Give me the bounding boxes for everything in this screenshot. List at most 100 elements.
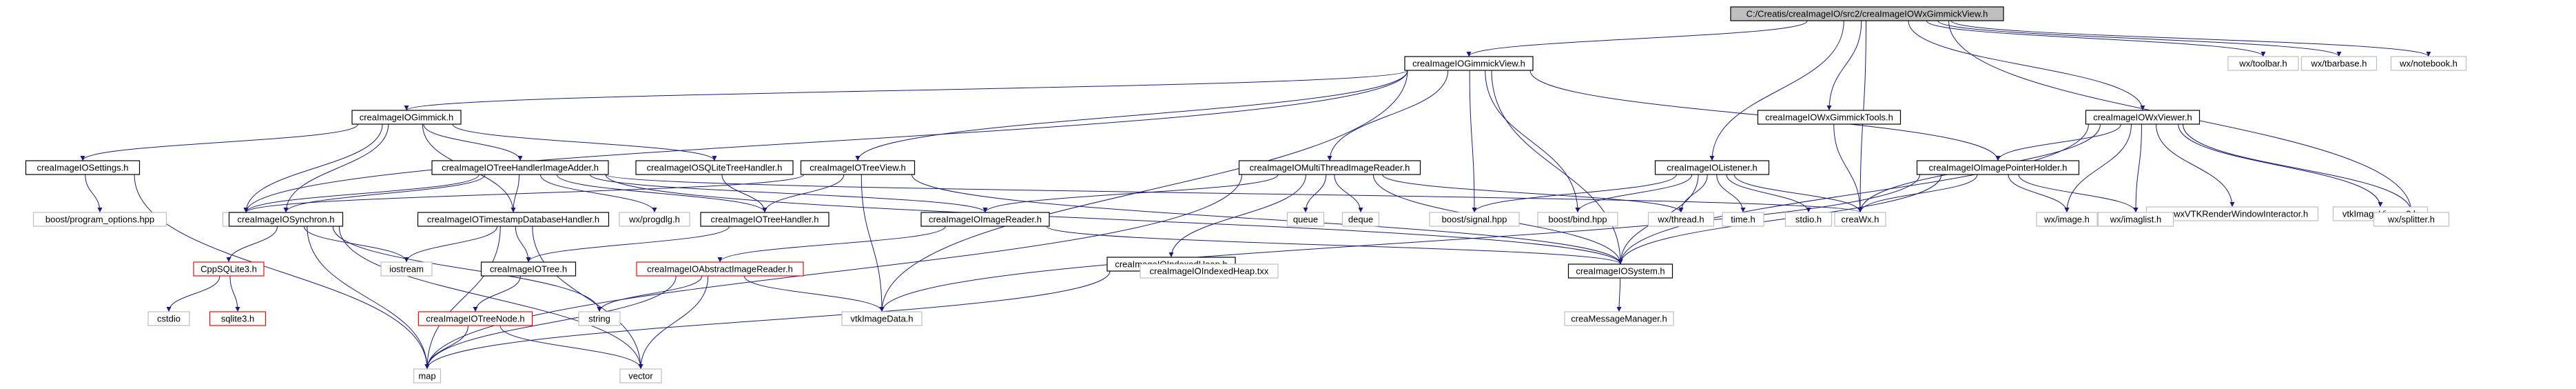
node-label: wx/progdlg.h bbox=[628, 215, 680, 225]
node-label: wx/splitter.h bbox=[2387, 215, 2435, 225]
node-label: string bbox=[588, 314, 610, 324]
node-wx-tbarbase-h[interactable]: wx/tbarbase.h bbox=[2300, 56, 2378, 71]
node-stdio-h[interactable]: stdio.h bbox=[1784, 212, 1833, 227]
node-box bbox=[1916, 160, 2080, 175]
node-label: wx/imaglist.h bbox=[2110, 215, 2161, 225]
node-label: boost/program_options.hpp bbox=[45, 215, 154, 225]
node-box bbox=[32, 212, 167, 227]
node-creaimageiomultithreadimagereader-h[interactable]: creaImageIOMultiThreadImageReader.h bbox=[1238, 160, 1421, 175]
node-label: creaImageIOMultiThreadImageReader.h bbox=[1250, 163, 1410, 173]
node-box bbox=[1647, 212, 1715, 227]
node-box bbox=[1757, 110, 1902, 125]
edge-gview-to-boostsignal bbox=[1469, 70, 1477, 213]
edge-gview-to-gimmick bbox=[404, 70, 1408, 111]
node-label: boost/bind.hpp bbox=[1548, 215, 1607, 225]
edge-multithreadreader-to-wxthread bbox=[1382, 174, 1684, 213]
node-label: creaImageIOSynchron.h bbox=[238, 215, 335, 225]
node-boost-program-options-hpp[interactable]: boost/program_options.hpp bbox=[32, 212, 167, 227]
node-creaimageiowxviewer-h[interactable]: creaImageIOWxViewer.h bbox=[2085, 110, 2201, 125]
edge-gimmick-to-sqlitetreehandler bbox=[452, 123, 717, 161]
edge-abstractreader-to-map bbox=[424, 275, 677, 370]
edge-wxviewer-to-wximage bbox=[2064, 123, 2132, 213]
node-creaimageiotreehandler-h[interactable]: creaImageIOTreeHandler.h bbox=[700, 212, 830, 227]
node-creaimageiosqlitetreehandler-h[interactable]: creaImageIOSQLiteTreeHandler.h bbox=[635, 160, 794, 175]
node-creaimageiotimestampdatabasehandler-h[interactable]: creaImageIOTimestampDatabaseHandler.h bbox=[417, 212, 610, 227]
edge-root-to-gview bbox=[1466, 20, 1808, 57]
edge-wxviewer-to-renderinteractor bbox=[2156, 123, 2235, 208]
node-box bbox=[1722, 212, 1764, 227]
node-vtkimagedata-h[interactable]: vtkImageData.h bbox=[841, 311, 923, 326]
node-label: queue bbox=[1293, 215, 1318, 225]
node-cppsqlite3-h[interactable]: CppSQLite3.h bbox=[193, 261, 265, 277]
node-label: stdio.h bbox=[1795, 215, 1822, 225]
node-label: iostream bbox=[389, 264, 424, 275]
edge-multithreadreader-to-deque bbox=[1334, 174, 1363, 213]
node-deque[interactable]: deque bbox=[1341, 212, 1380, 227]
edge-gview-to-multithreadreader bbox=[1327, 70, 1449, 161]
edge-treeview-to-wxwx bbox=[243, 174, 804, 213]
node-label: creaImageIOSystem.h bbox=[1576, 266, 1665, 277]
node-queue[interactable]: queue bbox=[1286, 212, 1325, 227]
node-string[interactable]: string bbox=[578, 311, 621, 326]
node-boost-bind-hpp[interactable]: boost/bind.hpp bbox=[1537, 212, 1618, 227]
node-creaimageiosettings-h[interactable]: creaImageIOSettings.h bbox=[25, 160, 141, 175]
edge-wxviewer-to-vtkviewer2 bbox=[2178, 123, 2383, 208]
node-label: creawxVTKRenderWindowInteractor.h bbox=[2156, 209, 2308, 219]
edge-listener-to-timeh bbox=[1716, 174, 1746, 213]
edge-root-to-wxtoolbar bbox=[1926, 20, 2266, 57]
node-box bbox=[1286, 212, 1325, 227]
node-sqlite3-h[interactable]: sqlite3.h bbox=[209, 311, 267, 326]
node-box bbox=[147, 311, 190, 326]
node-label: creaMessageManager.h bbox=[1571, 314, 1667, 324]
node-vector[interactable]: vector bbox=[619, 368, 662, 383]
edge-settings-to-boostprogopt bbox=[85, 174, 103, 213]
node-iostream[interactable]: iostream bbox=[380, 261, 433, 277]
node-creaimageiogimmickview-h[interactable]: creaImageIOGimmickView.h bbox=[1404, 56, 1534, 71]
node-label: creaImageIOWxViewer.h bbox=[2093, 112, 2192, 123]
node-map[interactable]: map bbox=[413, 368, 442, 383]
node-creaimageiotreehandlerimageadder-h[interactable]: creaImageIOTreeHandlerImageAdder.h bbox=[431, 160, 609, 175]
edge-multithreadreader-to-queue bbox=[1303, 174, 1327, 213]
node-creaimageioabstractimagereader-h[interactable]: creaImageIOAbstractImageReader.h bbox=[636, 261, 804, 277]
node-cstdio[interactable]: cstdio bbox=[147, 311, 190, 326]
node-wx-toolbar-h[interactable]: wx/toolbar.h bbox=[2227, 56, 2299, 71]
edge-abstractreader-to-string bbox=[597, 275, 703, 312]
node-box bbox=[25, 160, 141, 175]
node-c-creatis-creaimageio-src2-creaimageiowxgimmickview-h[interactable]: C:/Creatis/creaImageIO/src2/creaImageIOW… bbox=[1730, 6, 2004, 21]
edge-treehandler-to-tree bbox=[526, 226, 730, 263]
node-creaimageiotreeview-h[interactable]: creaImageIOTreeView.h bbox=[800, 160, 916, 175]
node-box bbox=[700, 212, 830, 227]
edge-gimmick-to-settings bbox=[80, 123, 358, 161]
node-box bbox=[228, 212, 344, 227]
node-wx-image-h[interactable]: wx/image.h bbox=[2036, 212, 2098, 227]
node-wx-notebook-h[interactable]: wx/notebook.h bbox=[2390, 56, 2467, 71]
node-creaimageiowxgimmicktools-h[interactable]: creaImageIOWxGimmickTools.h bbox=[1757, 110, 1902, 125]
node-label: time.h bbox=[1731, 215, 1755, 225]
edge-imagereader-to-systemh bbox=[1046, 226, 1623, 265]
node-creaimageioindexedheap-txx[interactable]: creaImageIOIndexedHeap.txx bbox=[1140, 263, 1279, 279]
node-creaimageioimagepointerholder-h[interactable]: creaImageIOImagePointerHolder.h bbox=[1916, 160, 2080, 175]
edge-root-to-wxnotebook bbox=[1950, 20, 2431, 57]
node-box bbox=[2036, 212, 2098, 227]
node-label: wx/notebook.h bbox=[2399, 59, 2457, 69]
node-creaimageiolistener-h[interactable]: creaImageIOListener.h bbox=[1654, 160, 1770, 175]
node-wx-imaglist-h[interactable]: wx/imaglist.h bbox=[2097, 212, 2174, 227]
node-creaimageioimagereader-h[interactable]: creaImageIOImageReader.h bbox=[920, 212, 1050, 227]
node-creamessagemanager-h[interactable]: creaMessageManager.h bbox=[1564, 311, 1674, 326]
node-creaimageiotreenode-h[interactable]: creaImageIOTreeNode.h bbox=[418, 311, 533, 326]
node-boost-signal-hpp[interactable]: boost/signal.hpp bbox=[1429, 212, 1520, 227]
node-creaimageiosystem-h[interactable]: creaImageIOSystem.h bbox=[1567, 263, 1673, 279]
node-wx-progdlg-h[interactable]: wx/progdlg.h bbox=[619, 212, 690, 227]
node-wx-splitter-h[interactable]: wx/splitter.h bbox=[2373, 212, 2450, 227]
node-label: creaImageIOWxGimmickTools.h bbox=[1765, 112, 1893, 123]
node-box bbox=[193, 261, 265, 277]
node-creaimageiosynchron-h[interactable]: creaImageIOSynchron.h bbox=[228, 212, 344, 227]
node-creaimageiogimmick-h[interactable]: creaImageIOGimmick.h bbox=[351, 110, 462, 125]
node-time-h[interactable]: time.h bbox=[1722, 212, 1764, 227]
node-creawx-h[interactable]: creaWx.h bbox=[1834, 212, 1886, 227]
node-wx-thread-h[interactable]: wx/thread.h bbox=[1647, 212, 1715, 227]
edge-gimmick-to-wxwx bbox=[243, 123, 383, 213]
edge-treehandleradder-to-wxwx bbox=[243, 174, 480, 213]
node-creaimageiotree-h[interactable]: creaImageIOTree.h bbox=[480, 261, 577, 277]
